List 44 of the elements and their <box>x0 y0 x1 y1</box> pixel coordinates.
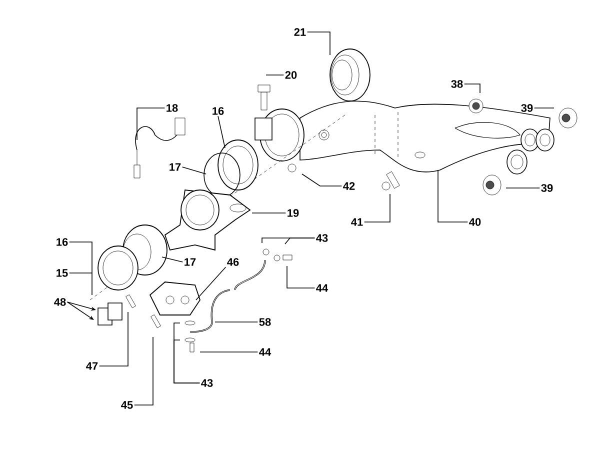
leader-line <box>306 32 330 56</box>
leader-line <box>174 340 200 384</box>
leader-line <box>68 242 92 296</box>
leader-line <box>218 116 226 148</box>
callout-number: 16 <box>56 238 68 246</box>
callout-number: 19 <box>288 209 299 217</box>
leader-line <box>284 238 316 244</box>
callout-number: 44 <box>259 348 272 356</box>
callout-number: 45 <box>121 401 133 409</box>
callout-number: 47 <box>86 362 98 370</box>
leader-line <box>162 256 184 262</box>
callout-number: 46 <box>227 258 239 266</box>
callout-number: 21 <box>294 28 306 36</box>
callout-number: 43 <box>316 234 328 242</box>
leader-line <box>136 108 166 140</box>
callout-number: 17 <box>170 163 181 171</box>
callout-number: 38 <box>451 80 463 88</box>
leader-line <box>68 272 92 274</box>
leader-line <box>182 166 206 174</box>
leader-line <box>266 74 284 76</box>
leader-line <box>196 266 226 300</box>
leader-line <box>438 170 468 222</box>
leader-line <box>464 84 480 94</box>
callout-number: 48 <box>54 298 66 306</box>
leader-line <box>134 336 154 406</box>
callout-number: 40 <box>469 218 481 226</box>
callout-number: 20 <box>285 71 297 79</box>
leader-line <box>302 174 342 186</box>
leader-line <box>286 266 316 288</box>
callout-number: 44 <box>316 284 328 292</box>
callout-number: 42 <box>343 182 355 190</box>
callout-number: 18 <box>166 104 178 112</box>
callout-number: 16 <box>212 107 224 115</box>
leader-line <box>66 302 94 320</box>
callout-number: 43 <box>201 379 213 387</box>
leader-line <box>364 194 390 222</box>
callout-number: 39 <box>541 184 553 192</box>
callout-number: 39 <box>521 104 533 112</box>
callout-number: 58 <box>259 318 271 326</box>
callout-number: 15 <box>56 269 68 277</box>
callout-number: 41 <box>351 218 363 226</box>
callout-number: 17 <box>184 258 196 266</box>
leader-line <box>252 212 286 214</box>
leader-line <box>98 312 128 366</box>
